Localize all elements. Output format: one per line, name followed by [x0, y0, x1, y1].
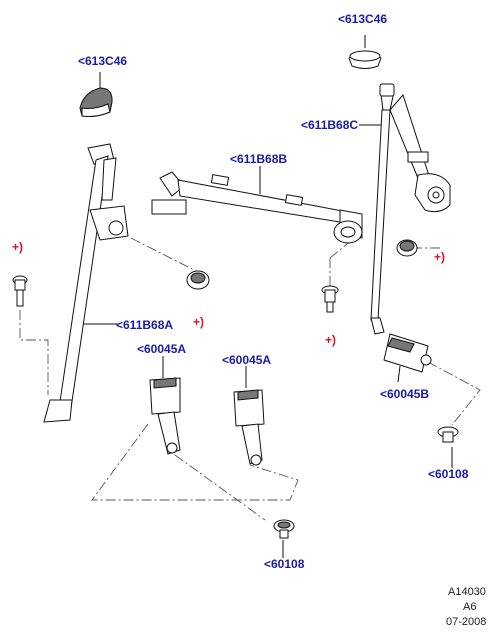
- buckle-60045a-left: [149, 377, 181, 455]
- reference-date: 07-2008: [446, 616, 487, 628]
- bolt-center-left: [186, 270, 210, 290]
- reference-code: A14030: [448, 586, 486, 598]
- note-marker-right: +): [434, 250, 446, 264]
- bolt-center: [321, 285, 339, 313]
- belt-611b68a: [43, 143, 129, 423]
- cap-613c46-left: [79, 87, 113, 117]
- bolt-left: [12, 275, 28, 307]
- reference-revision: A6: [463, 601, 477, 613]
- label-60045b: <60045B: [380, 387, 430, 401]
- label-60108-bottom: <60108: [264, 557, 305, 571]
- label-611b68c: <611B68C: [301, 118, 359, 132]
- label-60108-right: <60108: [428, 467, 469, 481]
- leader-lines: [80, 35, 453, 558]
- note-marker-left: +): [12, 240, 24, 254]
- bolt-60108-right: [437, 426, 459, 443]
- label-613c46-left: <613C46: [78, 54, 128, 68]
- belt-611b68b: [151, 171, 363, 244]
- label-60045a-left: <60045A: [137, 342, 187, 356]
- label-611b68a: <611B68A: [116, 318, 174, 332]
- buckle-60045a-middle: [233, 389, 265, 466]
- belt-611b68c: [370, 83, 451, 335]
- label-611b68b: <611B68B: [230, 152, 288, 166]
- bolt-right-upper: [396, 239, 418, 257]
- label-60045a-middle: <60045A: [222, 353, 272, 367]
- note-marker-center: +): [325, 333, 337, 347]
- cap-613c46-right: [348, 50, 382, 69]
- label-613c46-right: <613C46: [338, 12, 388, 26]
- note-marker-center-left: +): [193, 315, 205, 329]
- buckle-60045b: [383, 333, 432, 373]
- bolt-60108-bottom: [273, 519, 295, 539]
